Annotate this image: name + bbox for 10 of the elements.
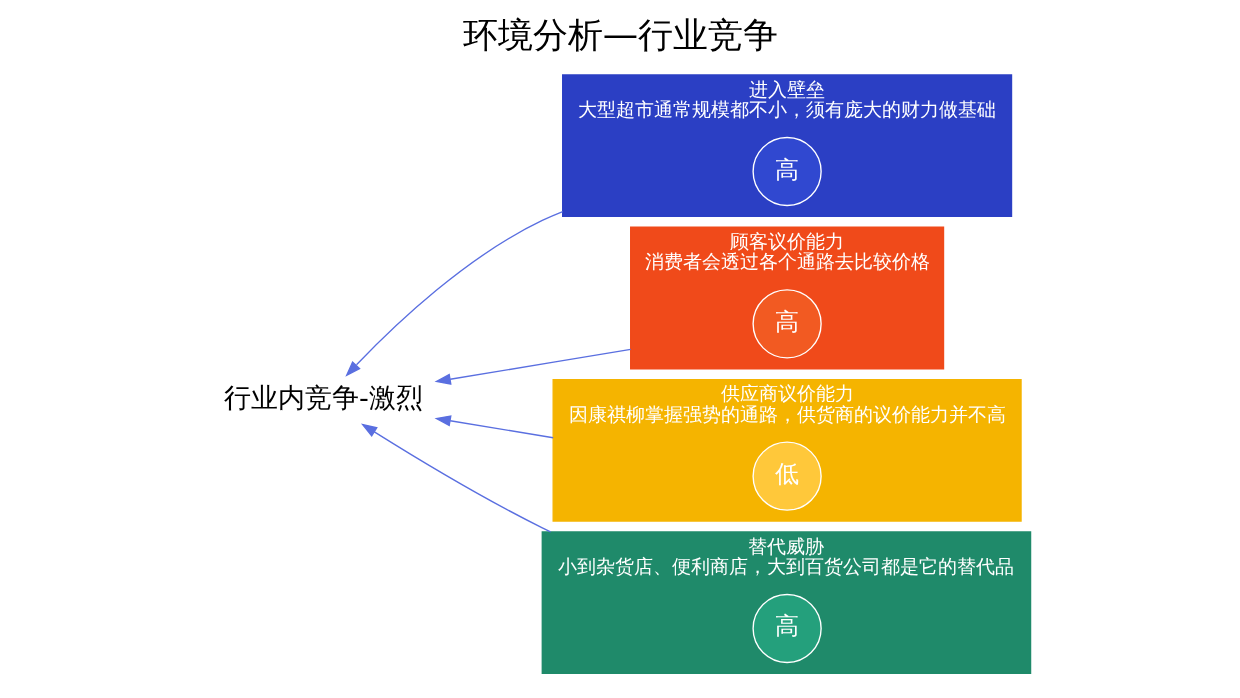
node-circle: 高 [751, 593, 822, 664]
node-circle: 高 [751, 289, 822, 359]
arrow [344, 210, 563, 377]
diagram-title: 环境分析—行业竞争 [462, 14, 778, 56]
node-text: 行业内竞争-激烈 [223, 381, 423, 413]
node-circle: 高 [751, 136, 822, 207]
arrow [434, 415, 554, 439]
arrow [360, 423, 551, 533]
arrow [434, 348, 631, 385]
node-circle: 低 [751, 441, 822, 511]
